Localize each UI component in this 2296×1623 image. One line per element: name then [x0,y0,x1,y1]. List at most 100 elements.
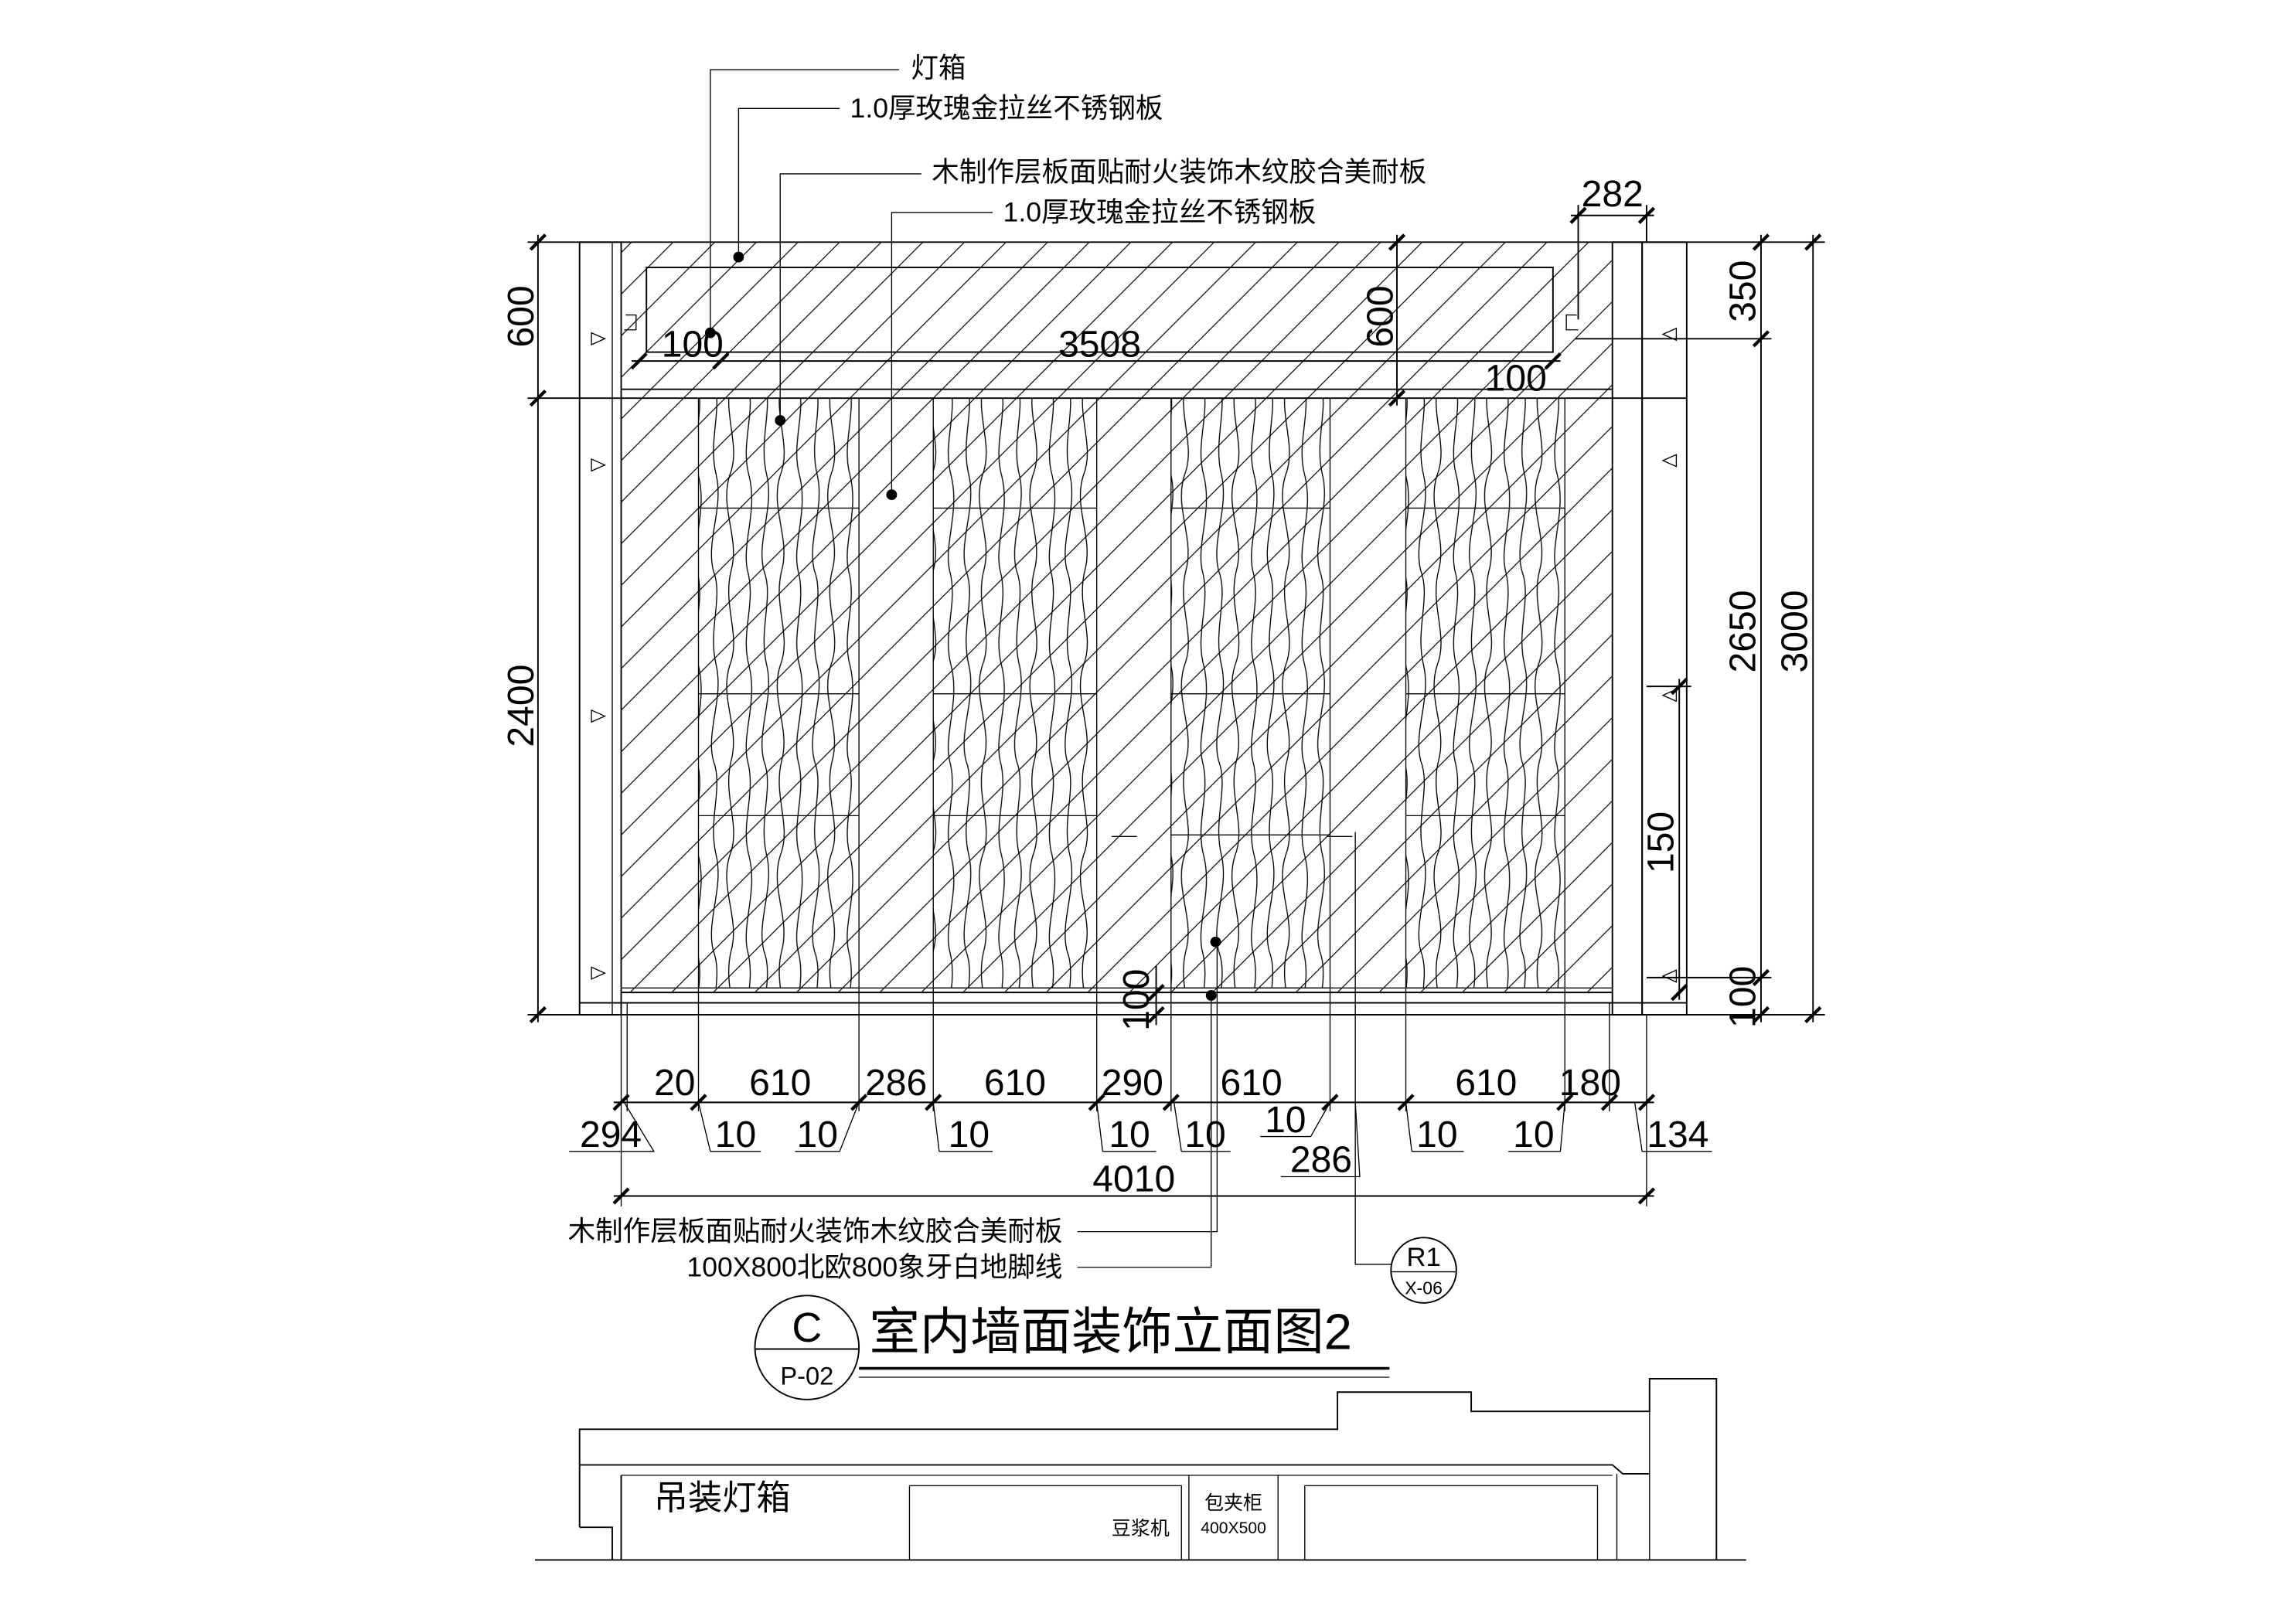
right-column-outline [1641,241,1688,1016]
concrete-marks [1661,327,1678,983]
dim-small-8: 286 [1290,1140,1352,1181]
dim-overall: 4010 [1092,1159,1175,1200]
dim-ticks [1671,233,1822,1024]
plan-left-step [579,1475,622,1560]
dim-ticks [1147,984,1165,1024]
plan-cabinet-size: 400X500 [1201,1519,1266,1537]
plan-right-cabinet [1304,1485,1599,1561]
dim-skirting: 100 [1116,969,1157,1031]
dim-bottom-4: 610 [984,1063,1046,1104]
plan-section: 吊装灯箱 包夹柜 400X500 豆浆机 [535,1377,1746,1561]
section-marker-leader [1354,832,1392,1265]
panel-joints [1405,507,1565,817]
light-box-bracket-left [624,314,637,331]
dim-small-11: 134 [1647,1114,1708,1155]
plan-outline [578,1377,1718,1560]
callout-labels: 灯箱 1.0厚玫瑰金拉丝不锈钢板 木制作层板面贴耐火装饰木纹胶合美耐板 1.0厚… [568,53,1427,1282]
wood-grain [1405,398,1565,988]
leader-steel-plate-panel [891,212,993,495]
dim-bottom-2: 610 [749,1063,811,1104]
dimension-text: 600 2400 100 3508 600 100 282 350 2650 3… [501,174,1815,1200]
plan-cabinet-line [621,1411,1650,1560]
wood-grain [933,398,1097,988]
leader-wood-panel-bottom [1077,941,1218,1233]
dim-bottom-8: 180 [1559,1063,1621,1104]
section-marker-sheet: X-06 [1405,1278,1443,1298]
left-column [578,241,637,1016]
right-extension-lines [1575,241,1825,1016]
dim-small-3: 10 [797,1114,838,1155]
section-marker-circle [1390,1237,1457,1304]
callout-skirting: 100X800北欧800象牙白地脚线 [686,1251,1062,1282]
dim-small-2: 10 [715,1114,756,1155]
dim-right-bottom: 100 [1722,966,1763,1028]
callout-light-box: 灯箱 [911,53,966,83]
wood-grain [1170,398,1330,988]
dim-right-total: 3000 [1775,590,1816,673]
floor-lines [579,992,1687,1016]
callout-steel-plate-top: 1.0厚玫瑰金拉丝不锈钢板 [850,93,1163,124]
callout-leaders [710,69,1218,1268]
dim-bottom-6: 610 [1221,1063,1283,1104]
dim-bottom-7: 610 [1455,1063,1517,1104]
concrete-marks [591,332,607,980]
dim-small-9: 10 [1416,1114,1457,1155]
dim-right-lower: 2650 [1722,590,1763,673]
title-text: 室内墙面装饰立面图2 [870,1303,1352,1359]
section-marker: R1 X-06 [1354,832,1457,1304]
plan-appliance-cabinet [908,1485,1182,1561]
brick-wall-section [1611,241,1644,1016]
dim-top-left-offset: 100 [662,324,724,365]
dim-small-7: 10 [1265,1100,1306,1141]
dim-bottom-1: 20 [654,1063,695,1104]
leader-light-box [710,69,900,333]
wood-panel-1 [697,397,860,989]
dim-small-6: 10 [1184,1114,1225,1155]
wall-elevation [527,241,1688,1016]
dim-ticks [630,352,1562,370]
dim-top-right-offset: 100 [1485,359,1547,400]
dim-bottom-5: 290 [1102,1063,1163,1104]
dim-small-10: 10 [1513,1114,1554,1155]
leader-wood-panel-top [779,173,921,421]
wood-panel-3 [1170,397,1331,989]
title-symbol-sheet: P-02 [780,1362,833,1390]
small-dimension-leaders [569,1102,1712,1178]
callout-steel-plate-panel: 1.0厚玫瑰金拉丝不锈钢板 [1003,196,1317,227]
title-symbol-circle [754,1295,860,1400]
plan-light-box-label: 吊装灯箱 [654,1479,791,1517]
drawing-title: C P-02 室内墙面装饰立面图2 [754,1295,1390,1400]
callout-wood-panel-top: 木制作层板面贴耐火装饰木纹胶合美耐板 [932,157,1426,188]
dim-small-1: 294 [580,1114,642,1155]
light-box-bracket-right [1565,314,1579,331]
leader-skirting [1077,995,1212,1268]
wood-panel-4 [1405,397,1565,989]
callout-dot [1210,936,1221,948]
dim-ticks [1569,206,1656,224]
right-wall [1565,241,1688,1016]
plan-appliance-label: 豆浆机 [1112,1518,1170,1540]
light-box [646,267,1554,353]
plan-cabinet-name: 包夹柜 [1204,1492,1262,1514]
dim-ticks [612,1187,1656,1205]
left-column-outline [578,241,622,1016]
dim-ticks [529,233,547,1024]
dim-bottom-3: 286 [865,1063,927,1104]
dim-small-5: 10 [1109,1114,1150,1155]
title-symbol-letter: C [792,1305,822,1351]
dim-right-lower-zone: 150 [1641,812,1682,873]
left-dimension-line [527,234,580,1022]
bottom-extension-lines [620,988,1647,1206]
panel-joints [1170,507,1330,836]
plan-ceiling-line [579,1464,1650,1475]
dim-right-column: 282 [1582,174,1644,215]
dim-small-4: 10 [949,1114,990,1155]
leader-steel-plate-top [738,107,840,257]
plan-cabinet-sides [1188,1475,1279,1560]
section-marker-letter: R1 [1406,1243,1440,1272]
panel-joints [698,507,860,817]
dim-left-lower: 2400 [501,665,542,747]
column-width-line [1570,205,1654,320]
panel-joints [933,507,1097,817]
